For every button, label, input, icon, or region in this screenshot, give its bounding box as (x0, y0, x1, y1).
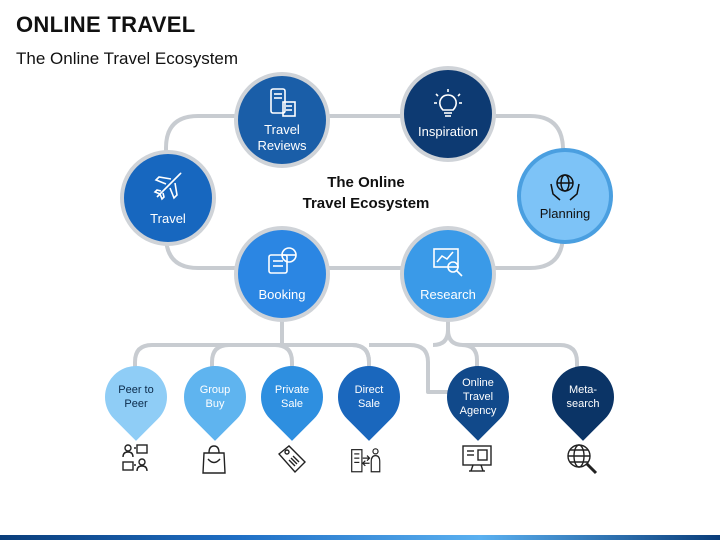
research-chart-icon (433, 248, 463, 277)
center-label-line2: Travel Ecosystem (302, 195, 430, 212)
slide-subtitle: The Online Travel Ecosystem (16, 49, 239, 68)
hub-travel[interactable]: Travel (120, 150, 216, 246)
sub-item-peer-to-peer[interactable]: Peer to Peer (92, 353, 180, 441)
hub-label-line1: Travel (150, 211, 186, 226)
hub-label-line1: Planning (539, 206, 591, 221)
hub-inspiration[interactable]: Inspiration (400, 66, 496, 162)
review-phone-icon (270, 88, 296, 117)
hub-label-line1: Travel (264, 122, 300, 137)
globe-hands-icon (550, 174, 580, 201)
sub-item-label-line1: Private (274, 384, 310, 396)
sub-item-label-line3: Agency (459, 405, 497, 417)
sub-item-label-line1: Group (199, 384, 231, 396)
sub-item-label-line2: Sale (357, 398, 380, 410)
slide-title: ONLINE TRAVEL (16, 12, 196, 37)
sub-item-label-line1: Meta- (568, 384, 598, 396)
sub-item-label-line2: Travel (462, 391, 494, 403)
lightbulb-icon (434, 89, 462, 117)
shopping-bag-icon (202, 445, 226, 474)
booking-icon (268, 247, 297, 274)
monitor-icon (462, 445, 492, 472)
sub-item-meta-search[interactable]: Meta-search (539, 353, 627, 441)
hub-label-line2: Reviews (257, 138, 307, 153)
hub-planning[interactable]: Planning (517, 148, 613, 244)
hub-booking[interactable]: Booking (234, 226, 330, 322)
hub-label-line1: Inspiration (418, 124, 478, 139)
bottom-accent-bar (0, 535, 720, 540)
sub-item-label-line1: Direct (354, 384, 384, 396)
price-tag-icon (277, 445, 306, 474)
hub-travel-reviews[interactable]: Travel Reviews (234, 72, 330, 168)
center-label: The Online Travel Ecosystem (266, 172, 466, 214)
people-exchange-icon (122, 444, 148, 472)
globe-search-icon (567, 444, 598, 475)
sub-item-label-line2: Sale (280, 398, 304, 410)
hub-label-line1: Booking (258, 287, 306, 302)
store-exchange-icon (351, 448, 381, 473)
sub-item-label-line2: Buy (205, 398, 225, 410)
sub-item-label-line2: Peer (124, 398, 148, 410)
sub-item-label-line1: Online (462, 377, 494, 389)
hub-label-line1: Research (420, 287, 476, 302)
sub-item-label-line1: Peer to (118, 384, 154, 396)
center-label-line1: The Online (327, 174, 405, 191)
airplane-icon (153, 172, 182, 201)
hub-research[interactable]: Research (400, 226, 496, 322)
sub-item-label-line2: search (566, 398, 600, 410)
